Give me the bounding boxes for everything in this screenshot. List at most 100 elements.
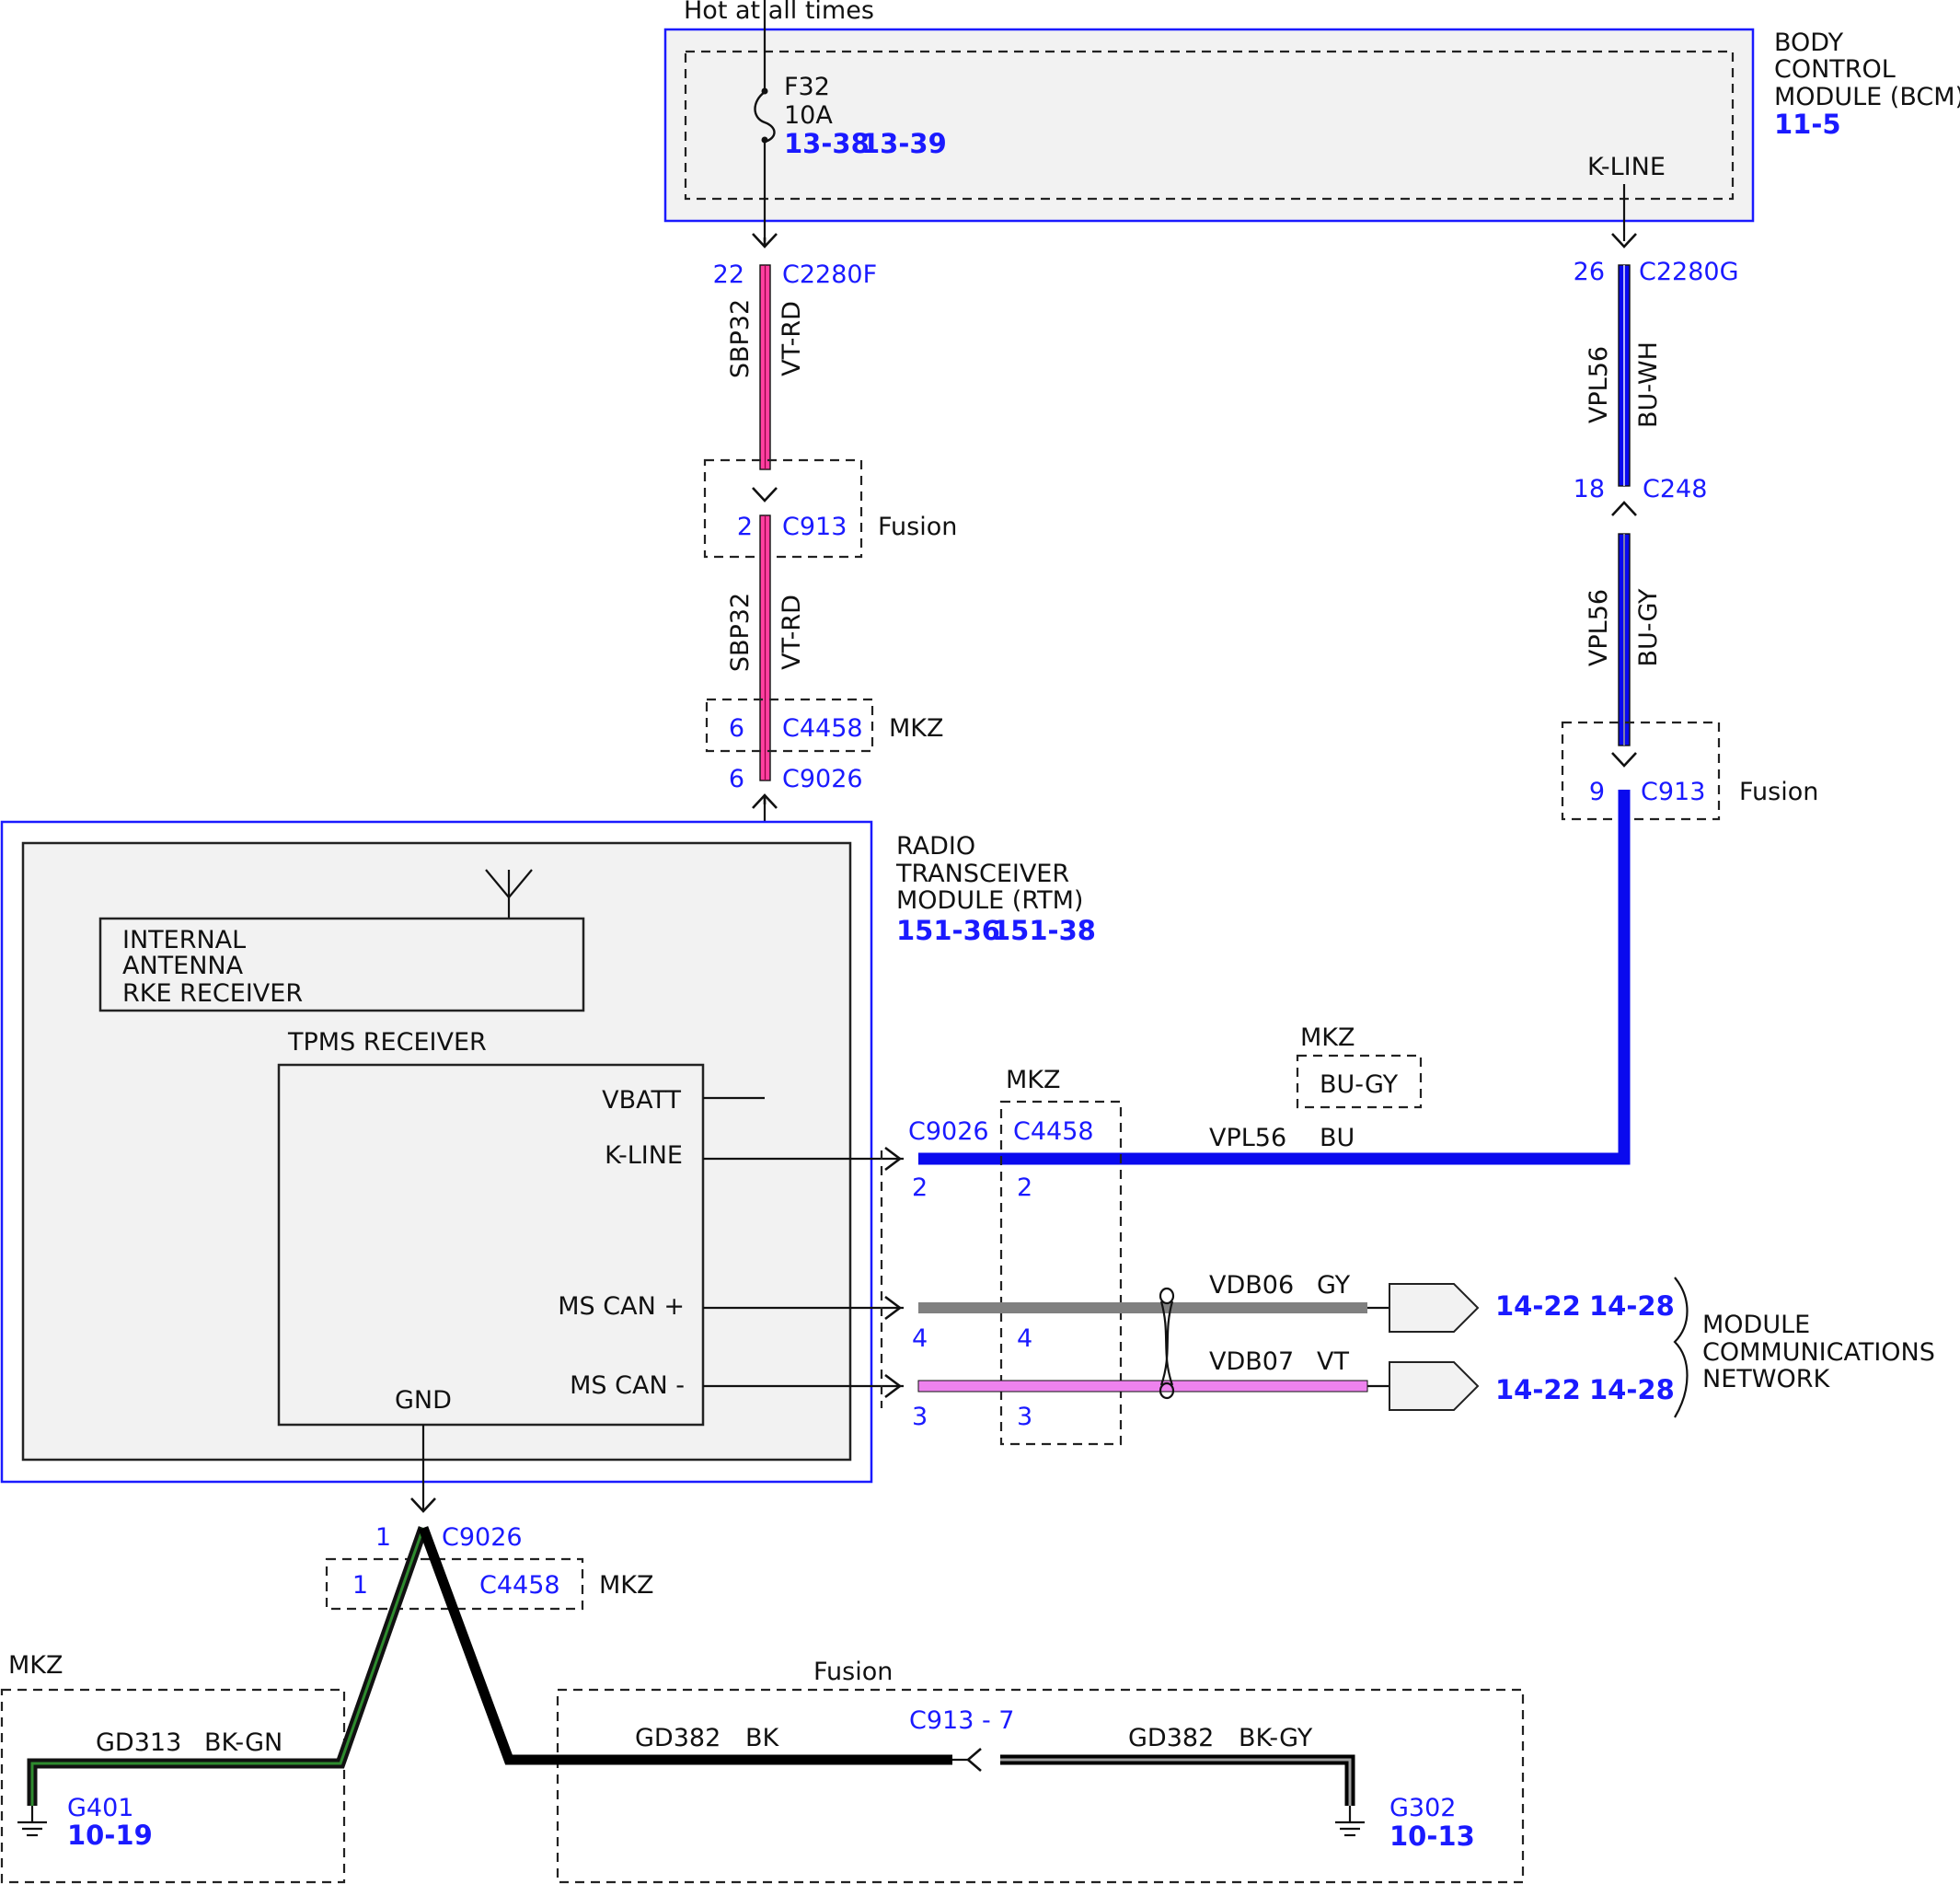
g302-name: G302 — [1389, 1794, 1456, 1822]
antenna-icon — [485, 869, 533, 919]
c4458-mkz-left-box — [705, 698, 874, 753]
ground-section: 1 C9026 1 C4458 MKZ MKZ GD313 BK-GN G401… — [0, 1497, 1525, 1884]
pin-gnd: GND — [395, 1386, 452, 1415]
c913-ground-label: C913 - 7 — [909, 1706, 1014, 1735]
wire-vdb07-vt — [917, 1380, 1368, 1393]
mcn-line1: MODULE — [1702, 1311, 1810, 1339]
c913-right-arrow — [1611, 752, 1637, 768]
c4458-network-name: C4458 — [1013, 1117, 1094, 1146]
c4458-left-variant: MKZ — [889, 714, 944, 743]
bcm-title-line1: BODY — [1774, 29, 1844, 57]
c913-left-name: C913 — [782, 513, 847, 541]
mkz-circuit: GD313 — [96, 1728, 181, 1757]
wire-vdb06-gy — [918, 1302, 1367, 1313]
fusion-circuit-b: GD382 — [1128, 1724, 1214, 1752]
gnd-c9026-name: C9026 — [442, 1523, 523, 1552]
rtm-module: RADIO TRANSCEIVER MODULE (RTM) 151-36 15… — [0, 820, 1096, 1509]
rtm-ref-2: 151-38 — [992, 915, 1096, 946]
left-wire1-color: VT-RD — [778, 301, 806, 376]
bcm-title-line3: MODULE (BCM) — [1774, 83, 1960, 111]
fuse-f32-symbol — [754, 91, 776, 144]
kline-color: BU — [1320, 1124, 1355, 1152]
mkz-color: BK-GN — [204, 1728, 282, 1757]
kline-circuit: VPL56 — [1209, 1124, 1286, 1152]
g401-ref[interactable]: 10-19 — [67, 1820, 153, 1851]
c913-right-pin: 9 — [1589, 778, 1605, 806]
mkz-alt-color: BU-GY — [1320, 1070, 1399, 1099]
right-wire2-circuit: VPL56 — [1585, 589, 1613, 666]
g302-ref[interactable]: 10-13 — [1389, 1820, 1475, 1852]
wire-gd382-gy-stripe — [1000, 1758, 1352, 1806]
mkz-alt-box — [1296, 1054, 1423, 1109]
canm-pin-a: 3 — [912, 1403, 928, 1431]
canp-ref-2[interactable]: 14-28 — [1589, 1290, 1675, 1322]
canm-color: VT — [1317, 1347, 1349, 1376]
gnd-c4458-mkz-box — [325, 1557, 584, 1611]
c2280f-pin: 22 — [713, 260, 744, 289]
twisted-pair-icon — [1159, 1287, 1175, 1400]
c4458-mkz-network-box — [999, 1100, 1123, 1446]
g401-name: G401 — [67, 1794, 133, 1822]
canm-ref-1[interactable]: 14-22 — [1495, 1374, 1581, 1405]
canp-pin-b: 4 — [1017, 1324, 1032, 1353]
canm-ref-2[interactable]: 14-28 — [1589, 1374, 1675, 1405]
pin-mscan-plus: MS CAN + — [558, 1292, 685, 1321]
right-wire2-color: BU-GY — [1634, 588, 1663, 667]
left-wire1-circuit: SBP32 — [726, 299, 755, 378]
c4458-network-variant: MKZ — [1006, 1066, 1061, 1094]
fuse-ref-2: 13-39 — [861, 128, 947, 159]
supply-label: Hot at all times — [684, 0, 874, 25]
c9026-network-name: C9026 — [908, 1117, 989, 1146]
pin-mscan-minus: MS CAN - — [570, 1371, 685, 1400]
bcm-ref: 11-5 — [1774, 109, 1841, 140]
fusion-ground-box — [556, 1688, 1525, 1884]
fuse-rating: 10A — [784, 101, 833, 130]
rtm-title-line3: MODULE (RTM) — [896, 886, 1083, 915]
c913-ground-arrow — [966, 1748, 982, 1772]
tpms-receiver-box — [277, 1063, 705, 1427]
rtm-title-line1: RADIO — [896, 832, 975, 861]
rtm-ref-1: 151-36 — [896, 915, 1000, 946]
gnd-c9026-pin: 1 — [375, 1523, 391, 1552]
fusion-circuit-a: GD382 — [635, 1724, 721, 1752]
mcn-brace — [1673, 1277, 1689, 1418]
wire-gd382-bk-gy — [1000, 1754, 1355, 1806]
c913-left-pin: 2 — [737, 513, 753, 541]
left-wire2-circuit: SBP32 — [726, 593, 755, 672]
wire-gd313-gn-stripe — [30, 1527, 425, 1806]
canm-circuit: VDB07 — [1209, 1347, 1294, 1376]
wire-vpl56-bu-kline — [918, 790, 1631, 1165]
mkz-alt-variant: MKZ — [1300, 1023, 1355, 1052]
kline-pin-b: 2 — [1017, 1173, 1032, 1202]
canm-arrow — [884, 1373, 903, 1399]
gnd-c4458-name: C4458 — [479, 1571, 560, 1600]
left-wire2-color: VT-RD — [778, 595, 806, 670]
bcm-kline-label: K-LINE — [1587, 153, 1666, 181]
right-wire1-circuit: VPL56 — [1585, 346, 1613, 423]
left-branch: 22 C2280F SBP32 VT-RD 2 C913 Fusion SBP3… — [703, 233, 957, 1098]
c9026-top-name: C9026 — [782, 765, 863, 793]
c248-name: C248 — [1643, 475, 1707, 503]
c2280g-arrow — [1611, 233, 1637, 249]
bcm-module: BODY CONTROL MODULE (BCM) 11-5 Hot at al… — [663, 0, 1960, 241]
c4458-left-pin: 6 — [729, 714, 744, 743]
gnd-c9026-arrow — [410, 1497, 436, 1513]
wire-gd382-bk — [418, 1526, 952, 1765]
c248-pin: 18 — [1574, 475, 1605, 503]
pin-vbatt: VBATT — [602, 1086, 681, 1115]
fuse-terminal-top — [761, 87, 768, 95]
bcm-title-line2: CONTROL — [1774, 55, 1896, 84]
right-branch: 26 C2280G VPL56 BU-WH 18 C248 VPL56 BU-G… — [918, 233, 1818, 1165]
canm-offpage-connector[interactable] — [1389, 1361, 1480, 1411]
c913-right-variant: Fusion — [1739, 778, 1818, 806]
antenna-line3: RKE RECEIVER — [122, 979, 303, 1008]
canp-ref-1[interactable]: 14-22 — [1495, 1290, 1581, 1322]
fusion-color-a: BK — [745, 1724, 780, 1752]
canp-offpage-connector[interactable] — [1389, 1283, 1480, 1333]
antenna-receiver-box — [98, 917, 585, 1012]
canp-circuit: VDB06 — [1209, 1271, 1294, 1300]
c2280f-name: C2280F — [782, 260, 877, 289]
fusion-ground-box-label: Fusion — [813, 1658, 893, 1686]
c2280g-name: C2280G — [1639, 258, 1739, 286]
